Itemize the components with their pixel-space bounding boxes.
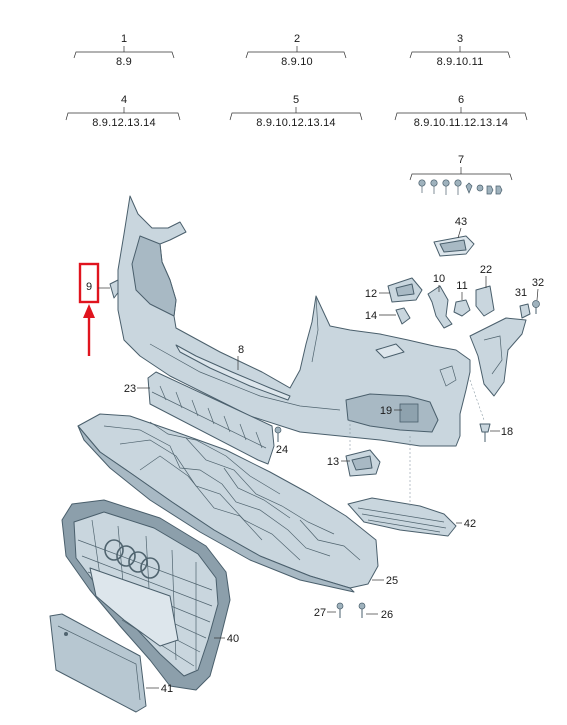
fasteners-icon [418, 179, 503, 195]
group-parts: 8.9.10 [281, 56, 313, 68]
callout-40: 40 [227, 633, 239, 645]
license-plate-holder [49, 613, 147, 713]
group-number: 4 [121, 94, 127, 106]
highlight-box-9: 9 [78, 262, 121, 356]
group-parts: 8.9.12.13.14 [92, 117, 156, 129]
rings-emblem-icon [104, 539, 160, 579]
group-number: 1 [121, 33, 127, 45]
screw-26 [358, 602, 366, 618]
group-number: 5 [293, 94, 299, 106]
bumper-cover [117, 195, 471, 447]
bracket-14 [395, 307, 411, 325]
group-number: 2 [294, 33, 300, 45]
group-7: 7 [409, 154, 513, 195]
callout-24: 24 [276, 444, 288, 456]
group-number: 7 [458, 154, 464, 166]
bracket-10 [427, 285, 453, 329]
group-number: 3 [457, 33, 463, 45]
callout-25: 25 [386, 575, 398, 587]
callout-31: 31 [515, 287, 527, 299]
screw-27 [336, 602, 344, 618]
group-number: 6 [458, 94, 464, 106]
grille-42 [347, 497, 457, 537]
group-4: 4 8.9.12.13.14 [65, 94, 181, 129]
callout-42: 42 [464, 518, 476, 530]
group-parts: 8.9.10.11 [437, 56, 484, 68]
clip-24 [274, 426, 282, 442]
cover-43 [433, 235, 475, 257]
screw-32 [532, 300, 540, 314]
callout-14: 14 [365, 310, 377, 322]
callout-11: 11 [456, 280, 467, 292]
callout-13: 13 [327, 456, 339, 468]
callout-10: 10 [433, 273, 445, 285]
arrow-up-icon [83, 304, 95, 318]
callout-19: 19 [380, 405, 392, 417]
clip-31 [519, 303, 531, 319]
callout-23: 23 [124, 383, 136, 395]
bracket-12 [387, 277, 423, 303]
callout-9: 9 [86, 281, 92, 293]
callout-12: 12 [365, 288, 377, 300]
callout-26: 26 [381, 609, 393, 621]
group-1: 1 8.9 [73, 33, 175, 68]
callout-22: 22 [480, 264, 492, 276]
callouts: 8 10 11 12 14 22 31 32 43 19 18 23 24 13… [124, 216, 544, 695]
group-5: 5 8.9.10.12.13.14 [229, 94, 363, 129]
cap-13 [345, 449, 381, 477]
group-parts: 8.9 [116, 56, 132, 68]
group-3: 3 8.9.10.11 [409, 33, 511, 68]
group-parts: 8.9.10.11.12.13.14 [414, 117, 509, 129]
side-bracket [469, 317, 527, 397]
bracket-22 [475, 285, 495, 317]
group-6: 6 8.9.10.11.12.13.14 [394, 94, 528, 129]
callout-43: 43 [455, 216, 467, 228]
nut-11 [453, 299, 471, 317]
callout-8: 8 [238, 344, 244, 356]
clip-18 [479, 423, 491, 442]
center-grille-insert [147, 371, 275, 465]
callout-41: 41 [161, 683, 173, 695]
group-2: 2 8.9.10 [245, 33, 347, 68]
callout-27: 27 [314, 607, 326, 619]
callout-18: 18 [501, 426, 513, 438]
group-parts: 8.9.10.12.13.14 [256, 117, 335, 129]
callout-32: 32 [532, 277, 544, 289]
radiator-grille [61, 499, 231, 691]
undertray-panel [77, 413, 379, 593]
